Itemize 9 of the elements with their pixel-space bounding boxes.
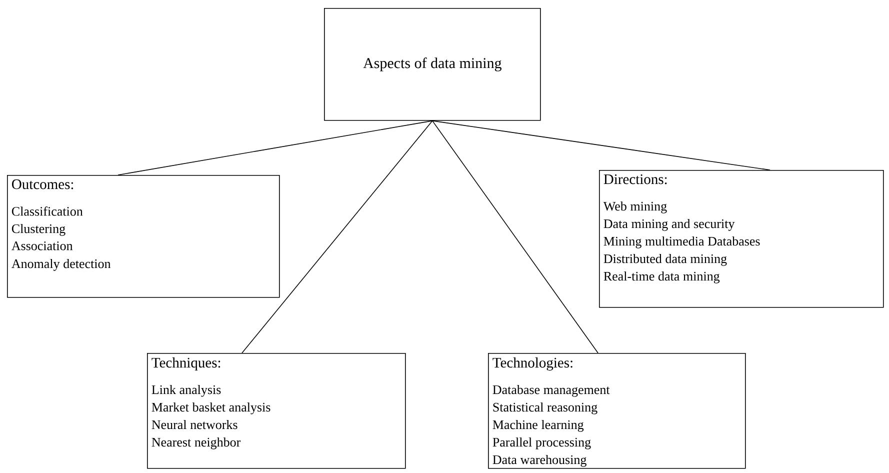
- category-box: Techniques: Link analysis Market basket analysis Neural networks Nearest neighbor: [147, 353, 406, 469]
- connector-line: [118, 120, 433, 176]
- connector-line: [432, 120, 598, 354]
- category-box: Outcomes: Classification Clustering Association Anomaly detection: [7, 175, 280, 298]
- category-box: Directions: Web mining Data mining and security Mining multimedia Databases Distributed data mining Real-time data mining: [599, 170, 884, 308]
- category-box: Technologies: Database management Statistical reasoning Machine learning Parallel processing Data warehousing: [488, 353, 746, 469]
- connector-line: [242, 120, 433, 354]
- title-box: Aspects of data mining: [324, 8, 541, 121]
- connector-line: [432, 120, 770, 170]
